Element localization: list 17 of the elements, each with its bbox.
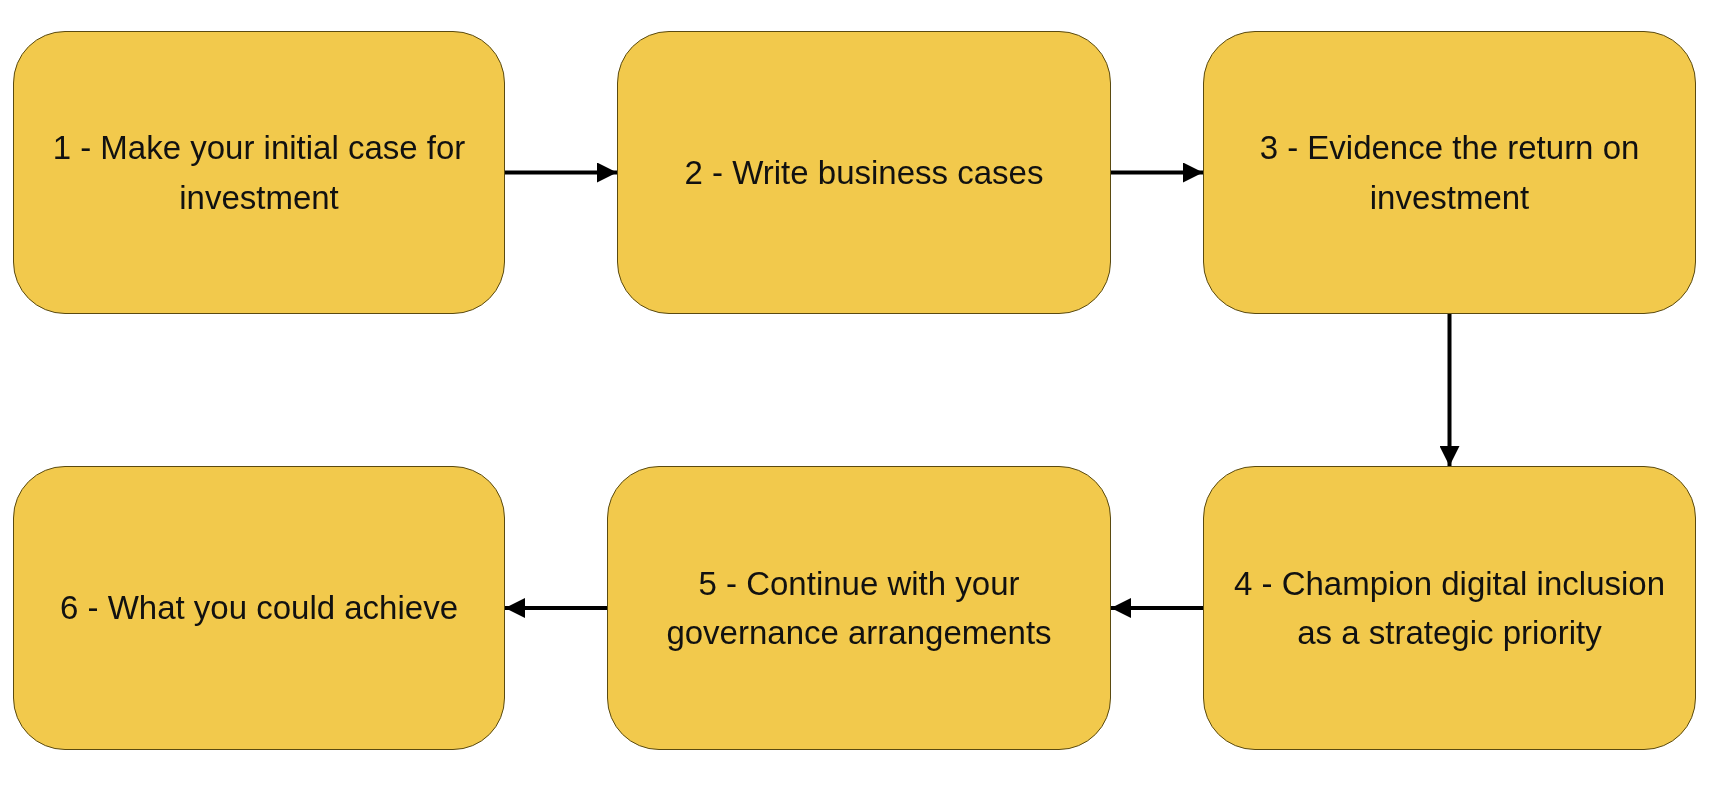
- arrow: [1439, 314, 1460, 466]
- arrow: [1111, 162, 1203, 183]
- step-label: 5 - Continue with your governance arrangements: [665, 563, 1053, 653]
- step-label: 3 - Evidence the return on investment: [1258, 128, 1641, 218]
- step-label: 6 - What you could achieve: [59, 588, 458, 629]
- process-box: [1203, 31, 1696, 314]
- process-box: [13, 466, 505, 750]
- arrow: [1111, 598, 1203, 618]
- step-label: 1 - Make your initial case for investment: [51, 128, 467, 218]
- process-box: [13, 31, 505, 314]
- arrow: [505, 598, 607, 618]
- arrow: [505, 162, 617, 183]
- process-box: [617, 31, 1111, 314]
- step-label: 4 - Champion digital inclusion as a strategic priority: [1232, 563, 1667, 653]
- process-box: [607, 466, 1111, 750]
- step-label: 2 - Write business cases: [684, 152, 1044, 193]
- process-box: [1203, 466, 1696, 750]
